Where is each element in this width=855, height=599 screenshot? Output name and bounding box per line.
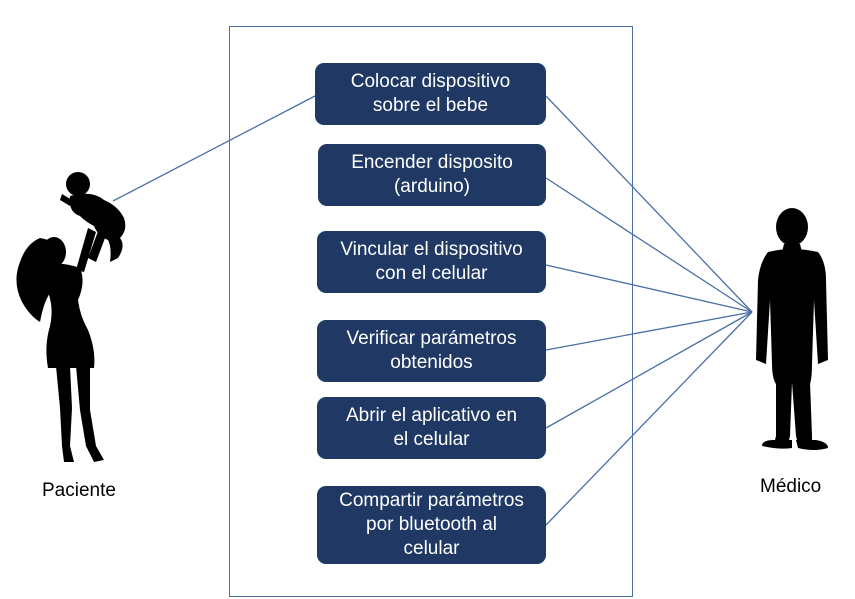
actor-label-medico: Médico [760,476,822,497]
link-medico-uc3 [545,264,753,313]
use-case-colocar-dispositivo: Colocar dispositivo sobre el bebe [315,63,546,125]
link-medico-uc6 [545,311,753,526]
actor-label-paciente: Paciente [42,480,116,501]
use-case-vincular-dispositivo: Vincular el dispositivo con el celular [317,231,546,293]
link-paciente-uc1 [112,95,316,202]
link-medico-uc2 [545,177,753,313]
use-case-compartir-parametros: Compartir parámetros por bluetooth al ce… [317,486,546,564]
doctor-silhouette [756,208,828,450]
use-case-verificar-parametros: Verificar parámetros obtenidos [317,320,546,382]
link-medico-uc4 [545,311,753,351]
use-case-abrir-aplicativo: Abrir el aplicativo en el celular [317,397,546,459]
link-medico-uc1 [545,95,753,313]
use-case-encender-dispositivo: Encender disposito (arduino) [318,144,546,206]
system-boundary [229,26,633,597]
link-medico-uc5 [545,311,753,429]
mother-holding-baby-silhouette [16,172,126,462]
